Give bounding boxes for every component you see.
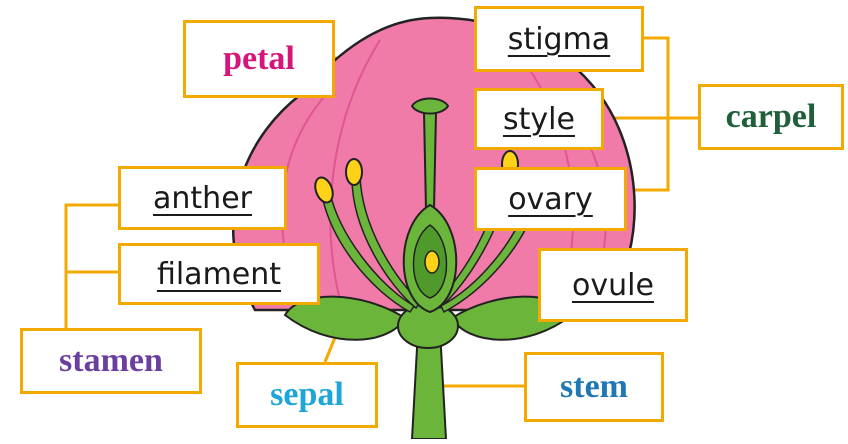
stamen-label-box: stamen xyxy=(20,328,202,394)
style-label: style xyxy=(503,102,575,137)
style-label-box: style xyxy=(474,88,604,150)
carpel-label: carpel xyxy=(726,98,817,136)
anther-label: anther xyxy=(153,181,252,216)
style-shape xyxy=(424,112,436,210)
sepal-label-box: sepal xyxy=(236,362,378,428)
stigma-shape xyxy=(412,99,448,114)
ovule-shape xyxy=(425,251,439,273)
stamen-label: stamen xyxy=(59,342,163,380)
petal-label-box: petal xyxy=(183,20,335,98)
anther-label-box: anther xyxy=(118,166,287,230)
filament-label: filament xyxy=(157,257,281,292)
ovary-label-box: ovary xyxy=(474,167,627,231)
ovary-label: ovary xyxy=(508,182,593,217)
ovule-label-box: ovule xyxy=(538,248,688,322)
anther-left-2 xyxy=(346,159,362,185)
sepal-label: sepal xyxy=(270,376,344,414)
stamen-bracket xyxy=(66,205,118,272)
ovule-label: ovule xyxy=(572,268,654,303)
stigma-label-box: stigma xyxy=(474,6,644,72)
filament-label-box: filament xyxy=(118,243,320,305)
petal-label: petal xyxy=(223,40,295,78)
stigma-label: stigma xyxy=(508,22,610,57)
stem-label: stem xyxy=(560,368,628,406)
stem-label-box: stem xyxy=(524,352,664,422)
carpel-label-box: carpel xyxy=(698,84,844,150)
